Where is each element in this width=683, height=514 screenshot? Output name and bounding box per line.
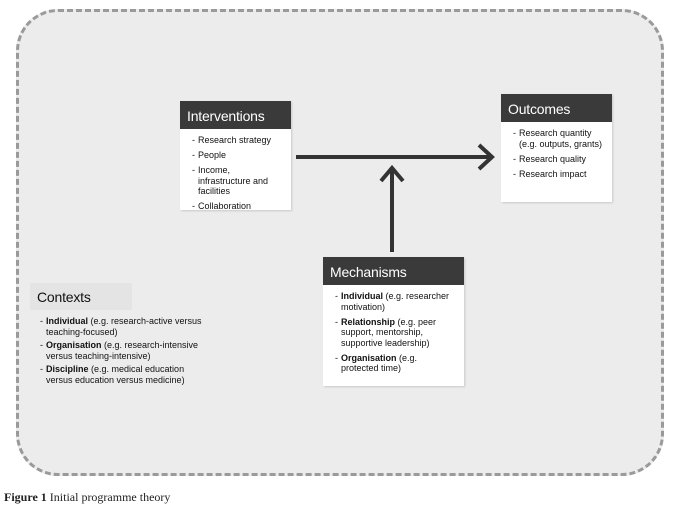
mechanisms-list: -Individual (e.g. researcher motivation)… — [323, 285, 464, 384]
figure-caption-text: Initial programme theory — [46, 490, 171, 504]
outcomes-title: Outcomes — [501, 94, 612, 122]
outcomes-arrowhead — [477, 143, 495, 171]
interventions-title: Interventions — [180, 101, 291, 129]
list-item: -Individual (e.g. research-active versus… — [40, 316, 202, 337]
list-item: -Organisation (e.g. protected time) — [335, 352, 418, 374]
list-item: -Research strategy — [192, 135, 272, 145]
list-item: -People — [192, 150, 227, 160]
figure-label: Figure 1 — [4, 490, 47, 504]
list-item: -Collaboration — [192, 201, 252, 211]
list-item: -Research quantity (e.g. outputs, grants… — [513, 128, 603, 149]
list-item: -Research impact — [513, 168, 587, 179]
interventions-box: Interventions -Research strategy -People… — [180, 101, 291, 211]
outcomes-list: -Research quantity (e.g. outputs, grants… — [501, 122, 612, 190]
mechanisms-arrowhead — [379, 164, 405, 183]
outcomes-box: Outcomes -Research quantity (e.g. output… — [501, 94, 612, 202]
list-item: -Individual (e.g. researcher motivation) — [335, 291, 450, 312]
list-item: -Discipline (e.g. medical education vers… — [40, 364, 185, 385]
contexts-title: Contexts — [30, 283, 132, 310]
list-item: -Relationship (e.g. peer support, mentor… — [335, 316, 437, 348]
contexts-list: -Individual (e.g. research-active versus… — [30, 310, 210, 385]
list-item: -Income, infrastructure and facilities — [192, 165, 269, 196]
contexts-panel: Contexts -Individual (e.g. research-acti… — [30, 283, 210, 388]
mechanisms-box: Mechanisms -Individual (e.g. researcher … — [323, 257, 464, 386]
programme-theory-frame — [16, 9, 664, 476]
mechanisms-title: Mechanisms — [323, 257, 464, 285]
list-item: -Research quality — [513, 153, 587, 164]
figure-caption: Figure 1 Initial programme theory — [4, 490, 170, 505]
interventions-list: -Research strategy -People -Income, infr… — [180, 129, 291, 222]
list-item: -Organisation (e.g. research-intensive v… — [40, 340, 199, 361]
